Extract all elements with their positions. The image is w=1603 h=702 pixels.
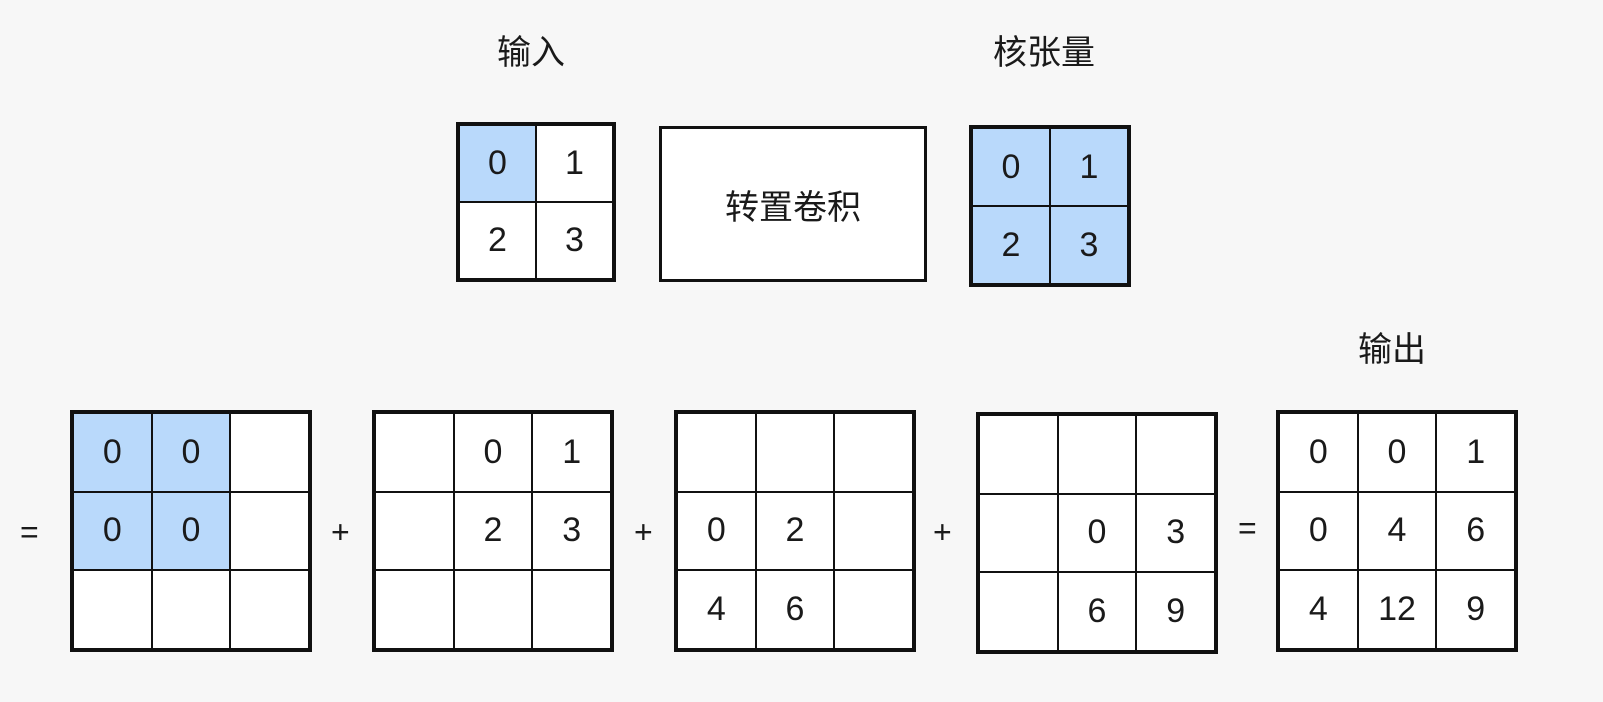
- output-cell: 0: [1279, 413, 1358, 492]
- matrix-cell: [979, 415, 1058, 494]
- matrix-cell: [375, 570, 454, 649]
- matrix-cell: [151, 570, 231, 649]
- matrix-cell: [834, 570, 913, 649]
- transpose-conv-box: 转置卷积: [659, 126, 927, 282]
- matrix-cell: 3: [1136, 493, 1215, 573]
- equals-sign: =: [20, 514, 39, 550]
- output-cell: 0: [1279, 491, 1358, 571]
- matrix-cell: [375, 491, 454, 571]
- matrix-cell: [979, 493, 1058, 573]
- matrix-cell: 0: [453, 413, 533, 492]
- matrix-cell: [1057, 415, 1137, 494]
- output-cell: 1: [1436, 413, 1515, 492]
- matrix-cell: 3: [532, 491, 611, 571]
- matrix-cell: 6: [1057, 572, 1137, 651]
- plus-sign: +: [634, 514, 653, 550]
- output-cell: 0: [1357, 413, 1437, 492]
- matrix-cell: 2: [453, 491, 533, 571]
- input-cell: 1: [536, 125, 613, 202]
- matrix-cell: [834, 491, 913, 571]
- plus-sign: +: [331, 514, 350, 550]
- partial-matrix-4: 0 3 6 9: [976, 412, 1218, 654]
- matrix-cell: 0: [73, 413, 152, 492]
- input-cell: 3: [536, 202, 613, 279]
- kernel-cell: 1: [1050, 128, 1128, 206]
- matrix-cell: [375, 413, 454, 492]
- matrix-cell: 1: [532, 413, 611, 492]
- output-cell: 9: [1436, 570, 1515, 649]
- input-cell: 2: [459, 202, 536, 279]
- matrix-cell: 4: [677, 570, 756, 649]
- matrix-cell: [230, 413, 309, 492]
- matrix-cell: 0: [73, 491, 152, 571]
- matrix-cell: 0: [1057, 493, 1137, 573]
- kernel-matrix: 0 1 2 3: [969, 125, 1131, 287]
- kernel-cell: 2: [972, 206, 1050, 284]
- matrix-cell: [453, 570, 533, 649]
- output-cell: 4: [1357, 491, 1437, 571]
- matrix-cell: 9: [1136, 572, 1215, 651]
- matrix-cell: [755, 413, 835, 492]
- matrix-cell: 0: [151, 413, 231, 492]
- partial-matrix-1: 0 0 0 0: [70, 410, 312, 652]
- partial-matrix-3: 0 2 4 6: [674, 410, 916, 652]
- kernel-label: 核张量: [993, 33, 1095, 73]
- operation-label: 转置卷积: [725, 187, 861, 228]
- matrix-cell: 0: [677, 491, 756, 571]
- matrix-cell: [73, 570, 152, 649]
- plus-sign: +: [933, 514, 952, 550]
- input-matrix: 0 1 2 3: [456, 122, 616, 282]
- input-cell: 0: [459, 125, 536, 202]
- matrix-cell: [834, 413, 913, 492]
- matrix-cell: [230, 570, 309, 649]
- output-cell: 6: [1436, 491, 1515, 571]
- partial-matrix-2: 0 1 2 3: [372, 410, 614, 652]
- matrix-cell: [1136, 415, 1215, 494]
- matrix-cell: [979, 572, 1058, 651]
- matrix-cell: 0: [151, 491, 231, 571]
- kernel-cell: 3: [1050, 206, 1128, 284]
- matrix-cell: 6: [755, 570, 835, 649]
- output-label: 输出: [1358, 330, 1426, 370]
- output-cell: 12: [1357, 570, 1437, 649]
- output-cell: 4: [1279, 570, 1358, 649]
- output-matrix: 0 0 1 0 4 6 4 12 9: [1276, 410, 1518, 652]
- matrix-cell: 2: [755, 491, 835, 571]
- matrix-cell: [230, 491, 309, 571]
- equals-sign: =: [1238, 510, 1257, 546]
- input-label: 输入: [497, 33, 565, 73]
- matrix-cell: [532, 570, 611, 649]
- matrix-cell: [677, 413, 756, 492]
- kernel-cell: 0: [972, 128, 1050, 206]
